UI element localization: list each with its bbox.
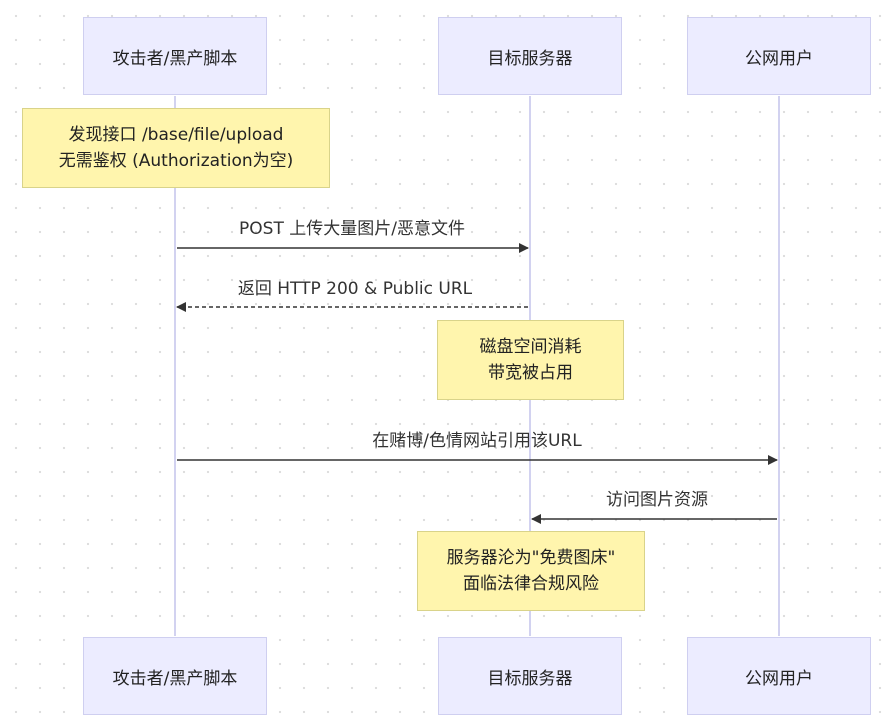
note-line: 带宽被占用 [488,363,573,383]
note-line: 面临法律合规风险 [463,574,599,594]
actor-label: 公网用户 [745,48,813,69]
actor-attacker-top: 攻击者/黑产脚本 [83,17,267,95]
message-label-reference-url: 在赌博/色情网站引用该URL [372,431,582,451]
note-resource-consumption: 磁盘空间消耗 带宽被占用 [437,320,624,400]
note-discover-endpoint: 发现接口 /base/file/upload 无需鉴权 (Authorizati… [22,108,330,188]
message-label-upload: POST 上传大量图片/恶意文件 [239,219,465,239]
note-line: 服务器沦为"免费图床" [446,548,616,568]
actor-label: 目标服务器 [487,668,573,689]
actor-label: 公网用户 [745,668,813,689]
message-label-return-url: 返回 HTTP 200 & Public URL [237,279,473,299]
actor-label: 攻击者/黑产脚本 [112,668,238,689]
actor-label: 目标服务器 [487,48,573,69]
actor-label: 攻击者/黑产脚本 [112,48,238,69]
note-line: 发现接口 /base/file/upload [68,125,284,145]
actor-server-top: 目标服务器 [438,17,622,95]
note-legal-risk: 服务器沦为"免费图床" 面临法律合规风险 [417,531,645,611]
note-line: 磁盘空间消耗 [479,337,582,357]
actor-public-bottom: 公网用户 [687,637,871,715]
actor-server-bottom: 目标服务器 [438,637,622,715]
message-label-access-image: 访问图片资源 [606,490,708,510]
actor-attacker-bottom: 攻击者/黑产脚本 [83,637,267,715]
actor-public-top: 公网用户 [687,17,871,95]
note-line: 无需鉴权 (Authorization为空) [58,151,294,171]
